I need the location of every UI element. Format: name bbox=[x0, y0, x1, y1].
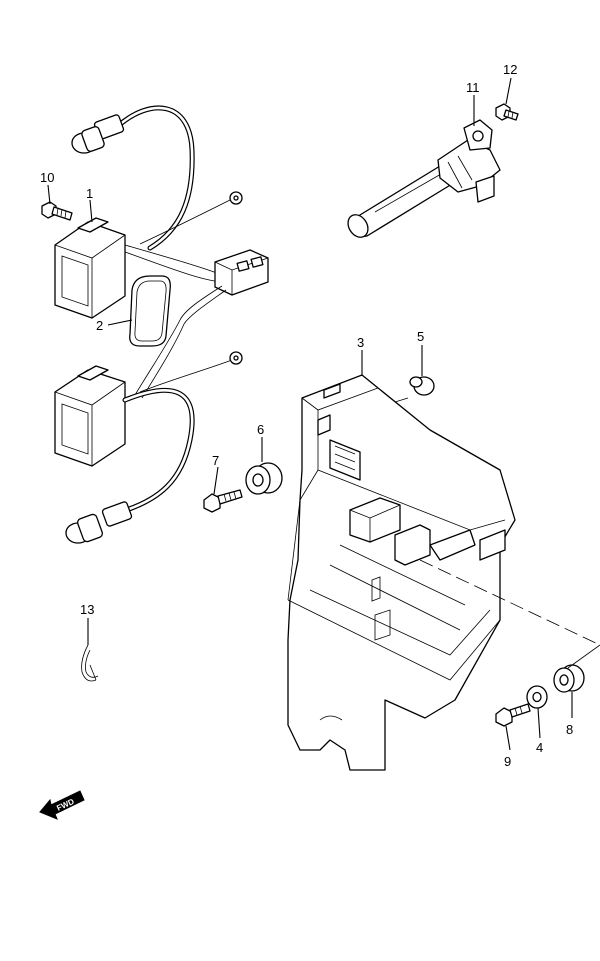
part-10-screw bbox=[41, 201, 73, 221]
callout-13: 13 bbox=[80, 602, 94, 617]
dashed-assembly-line bbox=[419, 559, 600, 646]
leader-lines bbox=[47, 77, 573, 751]
fwd-label: FWD bbox=[55, 797, 76, 813]
part-2-gasket bbox=[129, 275, 171, 347]
module-lower bbox=[54, 319, 243, 544]
part-6-grommet bbox=[245, 462, 283, 495]
callout-1: 1 bbox=[86, 186, 93, 201]
fwd-arrow-icon: FWD bbox=[39, 790, 85, 820]
part-11-ignition-coil bbox=[347, 119, 501, 238]
connector-plug-lower bbox=[65, 501, 133, 544]
part-9-bolt bbox=[495, 703, 531, 727]
callout-6: 6 bbox=[257, 422, 264, 437]
callout-4: 4 bbox=[536, 740, 543, 755]
part-13-clip bbox=[81, 644, 99, 682]
part-1-module-upper bbox=[41, 105, 243, 319]
part-12-bolt bbox=[495, 103, 519, 121]
callout-9: 9 bbox=[504, 754, 511, 769]
callout-11: 11 bbox=[466, 80, 480, 95]
part-7-bolt bbox=[203, 489, 243, 513]
callout-7: 7 bbox=[212, 453, 219, 468]
part-4-washer bbox=[526, 685, 548, 709]
part-8-grommet bbox=[553, 664, 585, 693]
callout-5: 5 bbox=[417, 329, 424, 344]
part-5-bushing bbox=[394, 376, 435, 403]
assembly-line-right bbox=[567, 644, 600, 669]
callout-2: 2 bbox=[96, 318, 103, 333]
part-3-bracket bbox=[287, 374, 516, 771]
callout-8: 8 bbox=[566, 722, 573, 737]
main-connector bbox=[179, 249, 269, 325]
callout-12: 12 bbox=[503, 62, 517, 77]
connector-plug-upper bbox=[71, 114, 125, 154]
callout-10: 10 bbox=[40, 170, 54, 185]
callout-3: 3 bbox=[357, 335, 364, 350]
